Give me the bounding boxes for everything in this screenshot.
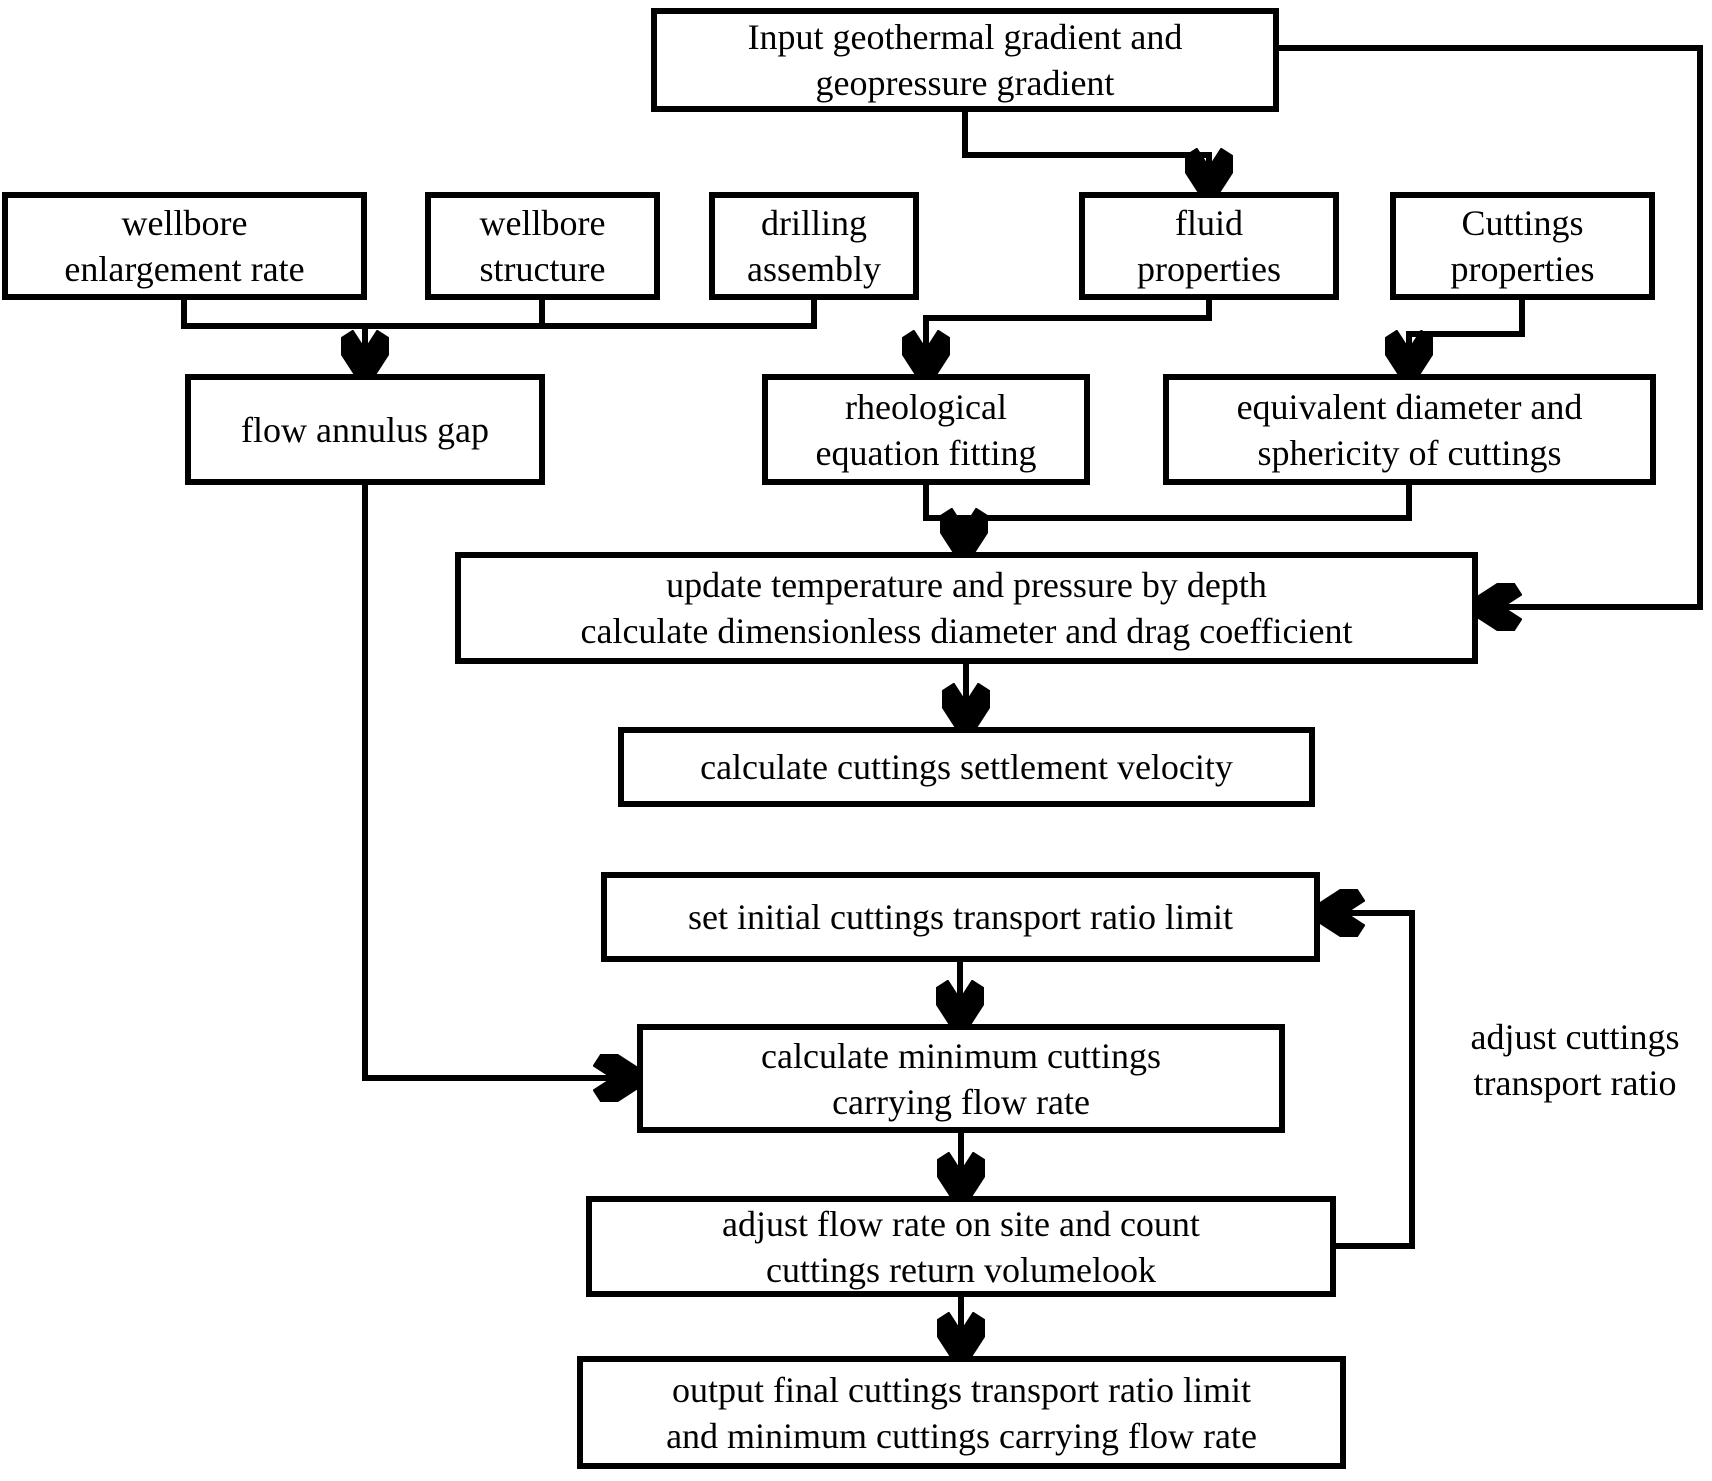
node-label-line: set initial cuttings transport ratio lim… bbox=[688, 897, 1233, 937]
node-calc-settlement-velocity: calculate cuttings settlement velocity bbox=[618, 727, 1315, 807]
node-label-line: Cuttings bbox=[1461, 203, 1584, 243]
node-wellbore-structure: wellbore structure bbox=[425, 192, 660, 300]
node-equivalent-diameter-sphericity: equivalent diameter and sphericity of cu… bbox=[1163, 374, 1656, 485]
node-label-line: cuttings return volumelook bbox=[766, 1249, 1156, 1290]
node-label-line: sphericity of cuttings bbox=[1257, 432, 1562, 473]
node-adjust-flow-rate: adjust flow rate on site and count cutti… bbox=[586, 1196, 1336, 1297]
edge-rheo-equiv-bus bbox=[923, 485, 1412, 521]
edge-cuttings-to-equivalent bbox=[1409, 300, 1525, 370]
node-label-line: update temperature and pressure by depth bbox=[666, 565, 1267, 605]
node-label-line: flow annulus gap bbox=[241, 409, 489, 450]
node-label-line: enlargement rate bbox=[64, 249, 305, 289]
node-output-final: output final cuttings transport ratio li… bbox=[577, 1356, 1346, 1469]
node-cuttings-properties: Cuttings properties bbox=[1390, 192, 1655, 300]
node-set-initial-ratio: set initial cuttings transport ratio lim… bbox=[601, 872, 1320, 962]
node-label-line: adjust flow rate on site and count bbox=[722, 1203, 1200, 1244]
edge-flow-annulus-to-calc-min bbox=[362, 485, 633, 1078]
node-label-line: geopressure gradient bbox=[815, 63, 1115, 103]
edge-left-sources-bus bbox=[181, 300, 817, 329]
node-label-line: properties bbox=[1137, 249, 1281, 289]
node-label-line: rheological bbox=[845, 386, 1007, 427]
node-label-line: equation fitting bbox=[815, 432, 1037, 473]
edge-input-to-update bbox=[1279, 45, 1703, 607]
edge-fluid-to-rheological bbox=[926, 300, 1212, 370]
node-label-line: output final cuttings transport ratio li… bbox=[672, 1369, 1251, 1410]
node-label-line: properties bbox=[1450, 249, 1595, 289]
node-label-line: wellbore bbox=[479, 203, 606, 243]
node-label-line: assembly bbox=[747, 249, 881, 289]
node-drilling-assembly: drilling assembly bbox=[709, 192, 919, 300]
node-label-line: structure bbox=[479, 249, 606, 289]
loop-edge-label: adjust cuttings transport ratio bbox=[1420, 1008, 1712, 1112]
node-update-temp-pressure: update temperature and pressure by depth… bbox=[455, 552, 1478, 664]
node-label-line: fluid bbox=[1175, 203, 1243, 243]
node-label-line: calculate cuttings settlement velocity bbox=[700, 747, 1233, 787]
edge-label-line: transport ratio bbox=[1473, 1063, 1677, 1103]
node-label-line: carrying flow rate bbox=[832, 1081, 1090, 1122]
node-label-line: and minimum cuttings carrying flow rate bbox=[666, 1415, 1257, 1456]
node-calc-min-flow-rate: calculate minimum cuttings carrying flow… bbox=[637, 1024, 1285, 1133]
node-fluid-properties: fluid properties bbox=[1079, 192, 1339, 300]
node-flow-annulus-gap: flow annulus gap bbox=[185, 374, 545, 485]
edge-adjust-loop-to-set-initial bbox=[1325, 913, 1415, 1249]
node-label-line: Input geothermal gradient and bbox=[747, 17, 1183, 57]
node-rheological-equation-fitting: rheological equation fitting bbox=[762, 374, 1090, 485]
node-label-line: calculate minimum cuttings bbox=[761, 1035, 1161, 1076]
node-wellbore-enlargement-rate: wellbore enlargement rate bbox=[2, 192, 367, 300]
edge-input-to-fluid-properties bbox=[962, 112, 1209, 188]
node-label-line: wellbore bbox=[121, 203, 248, 243]
node-input-gradients: Input geothermal gradient and geopressur… bbox=[651, 8, 1279, 112]
node-label-line: calculate dimensionless diameter and dra… bbox=[580, 611, 1353, 651]
edge-label-line: adjust cuttings bbox=[1470, 1017, 1680, 1057]
node-label-line: equivalent diameter and bbox=[1236, 386, 1583, 427]
node-label-line: drilling bbox=[761, 203, 867, 243]
